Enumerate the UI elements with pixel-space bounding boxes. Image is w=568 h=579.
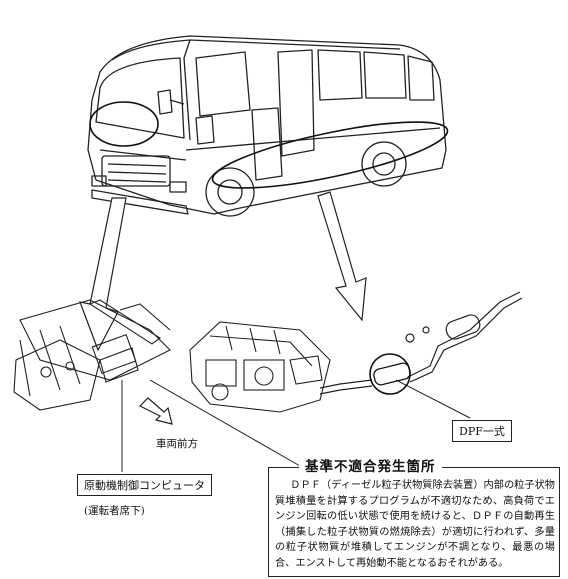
dpf-unit (369, 353, 411, 395)
defect-callout-box: 基準不適合発生箇所 ＤＰＦ（ディーゼル粒子状物質除去装置）内部の粒子状物質堆積量… (268, 455, 560, 577)
ecu-location-note: (運転者席下) (84, 505, 145, 517)
highlight-marks (89, 101, 449, 189)
ecu-assembly (13, 299, 171, 411)
leader-lines (121, 379, 471, 472)
engine-illustration (189, 321, 331, 413)
vehicle-front-arrow (138, 397, 173, 425)
exhaust-highlight-ellipse (211, 121, 449, 189)
dashboard-highlight-ellipse (89, 101, 159, 147)
bus-illustration (87, 35, 447, 217)
callout-body: ＤＰＦ（ディーゼル粒子状物質除去装置）内部の粒子状物質堆積量を計算するプログラム… (275, 480, 555, 569)
arrow-to-dpf (317, 191, 367, 322)
dpf-unit-label: DPF一式 (452, 420, 512, 442)
arrow-to-ecu (79, 197, 127, 352)
vehicle-front-label: 車両前方 (156, 438, 198, 450)
ecu-label: 原動機制御コンピュータ (77, 474, 212, 496)
callout-title: 基準不適合発生箇所 (299, 455, 442, 475)
exhaust-pipe (319, 291, 523, 395)
